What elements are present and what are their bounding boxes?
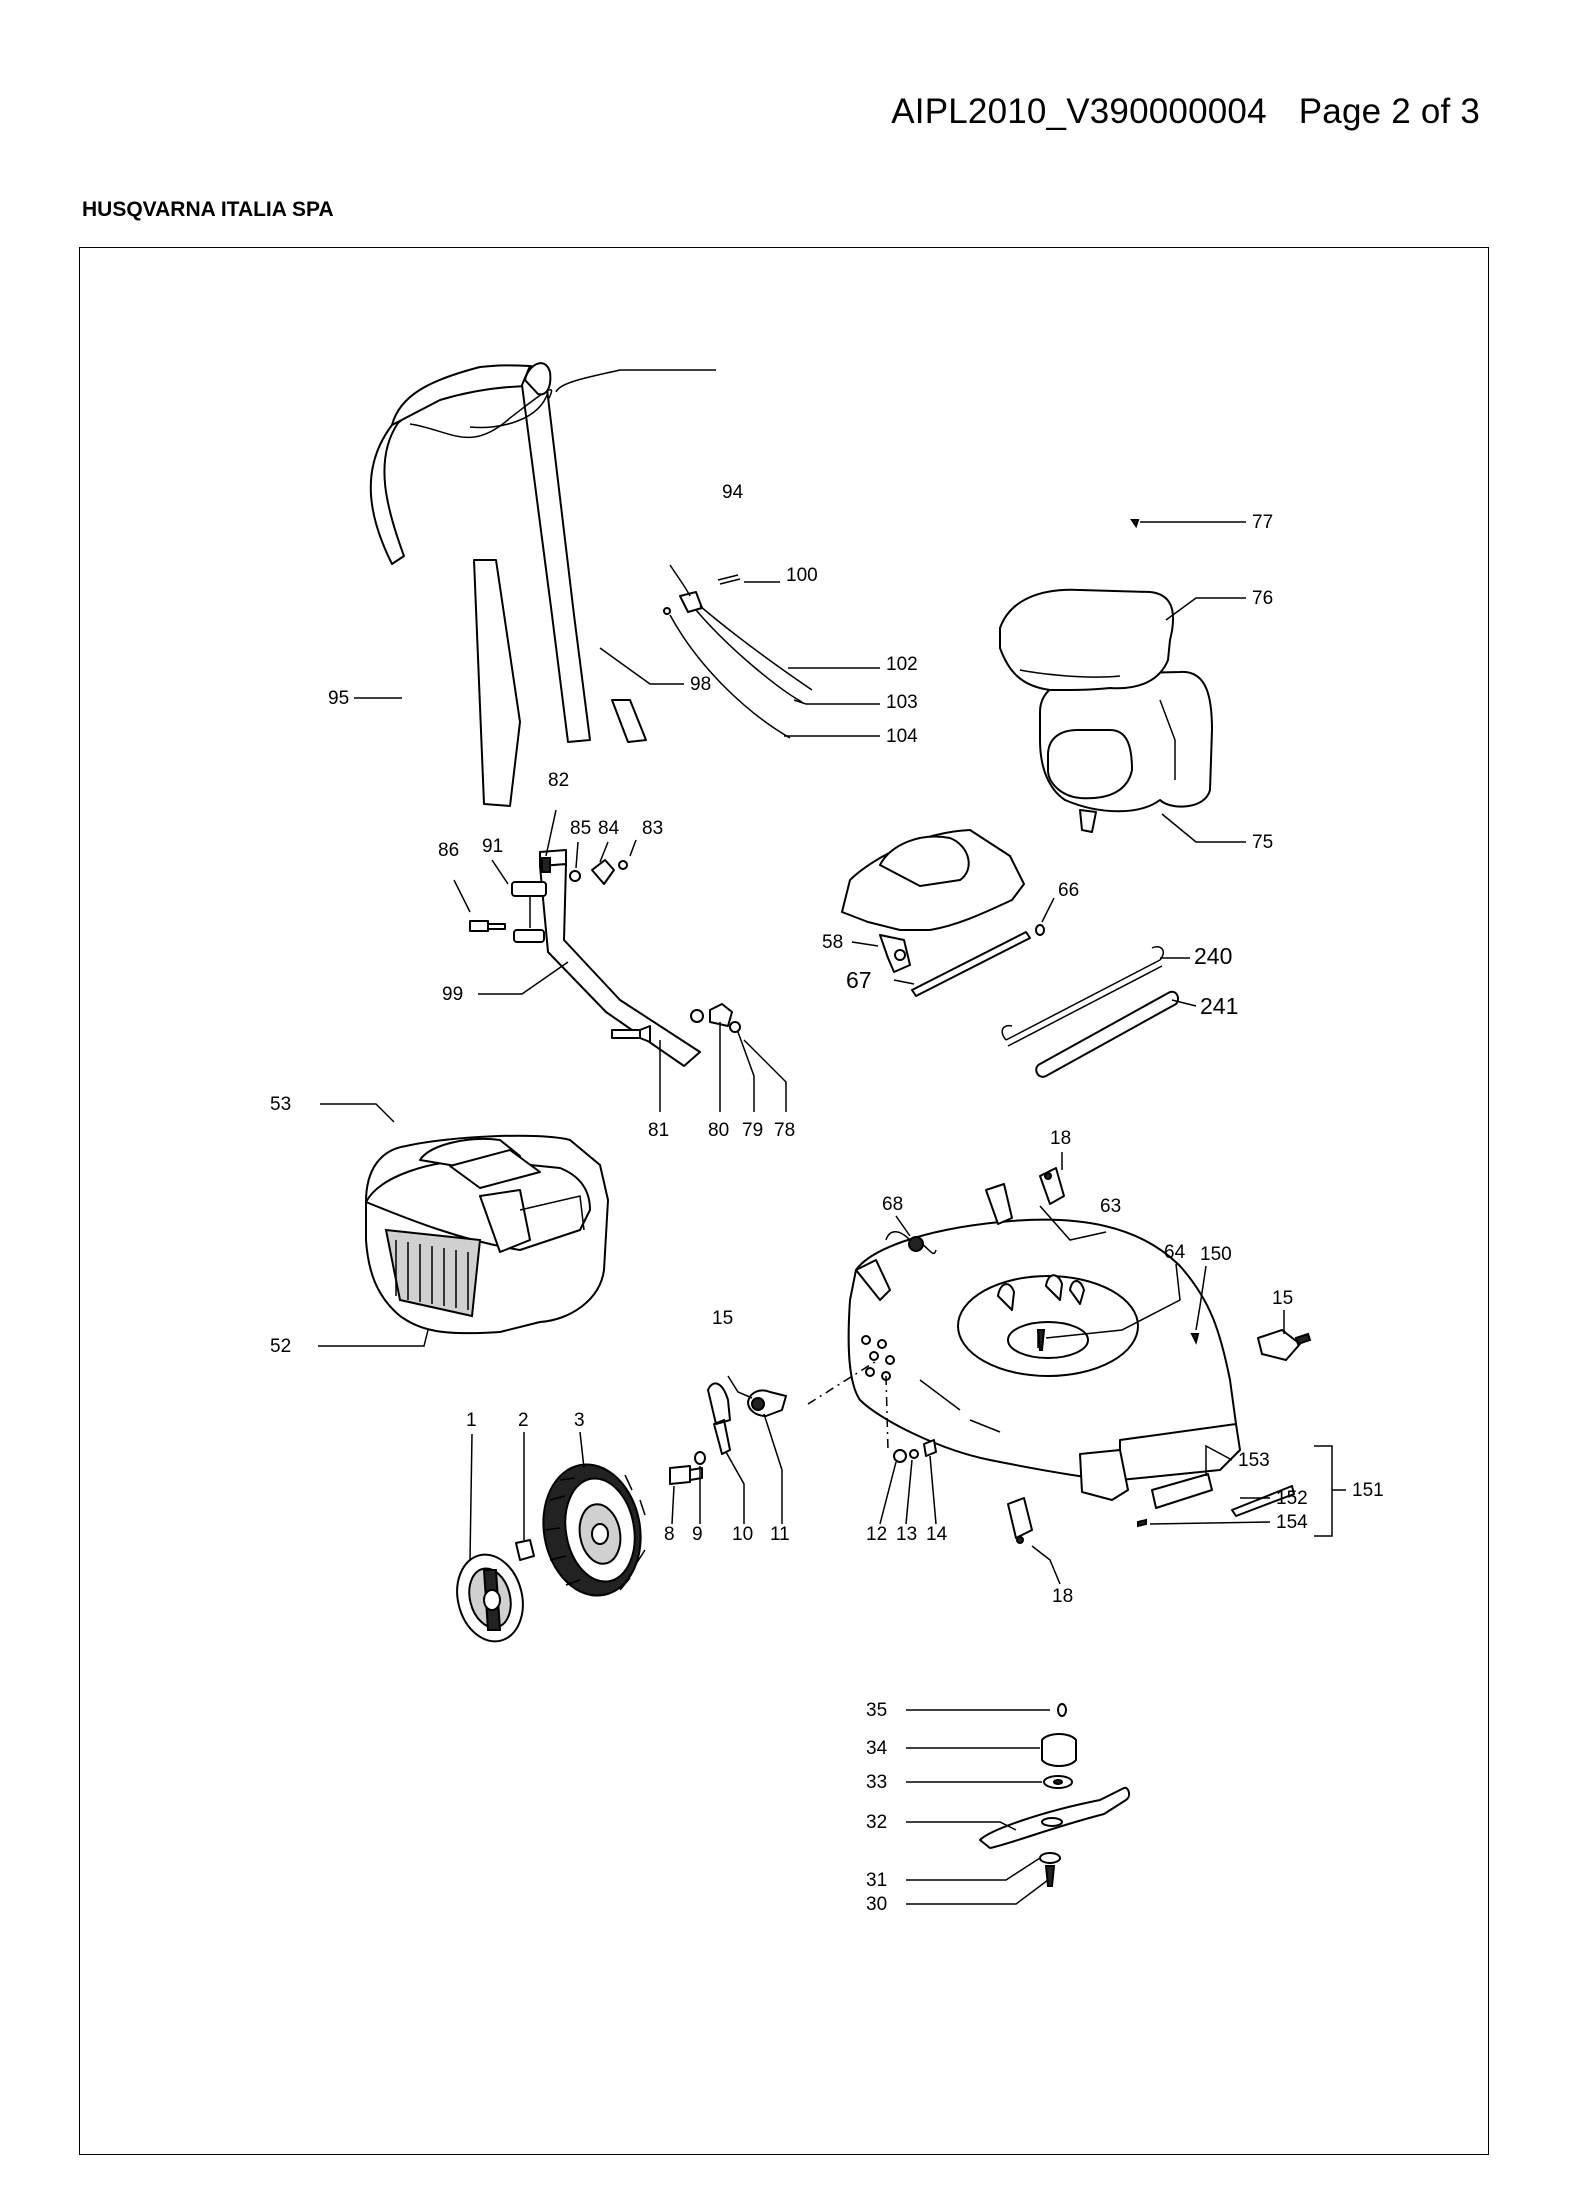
bracket-15-right	[1257, 1329, 1312, 1361]
lower-handle-99	[539, 849, 701, 1067]
callout-35: 35	[866, 1700, 887, 1721]
callout-103: 103	[886, 692, 918, 713]
handle-knob-91-86	[469, 881, 547, 943]
callout-18-top: 18	[1050, 1128, 1071, 1149]
callout-240: 240	[1194, 943, 1232, 969]
callout-labels: 94 100 77 76 102 103 104 95 98 75 82 85 …	[270, 482, 1384, 1915]
deck-63	[847, 1183, 1241, 1501]
callout-151: 151	[1352, 1480, 1384, 1501]
upper-handle	[369, 364, 647, 807]
callout-154: 154	[1276, 1512, 1308, 1533]
callout-64: 64	[1164, 1242, 1186, 1263]
engine-75	[1039, 670, 1213, 833]
callout-14: 14	[926, 1524, 948, 1545]
clip-66	[1035, 924, 1045, 936]
callout-100: 100	[786, 565, 818, 586]
callout-31: 31	[866, 1870, 887, 1891]
mulch-plug-151-parts	[1137, 1473, 1295, 1528]
callout-84: 84	[598, 818, 620, 839]
callout-150: 150	[1200, 1244, 1232, 1265]
callout-94: 94	[722, 482, 744, 503]
callout-79: 79	[742, 1120, 763, 1141]
wheel-3	[542, 1463, 646, 1597]
tube-241	[1035, 990, 1179, 1078]
callout-2: 2	[518, 1410, 529, 1431]
fasteners-82-85-84-83	[541, 857, 628, 885]
bolt-30	[1044, 1865, 1056, 1887]
callout-241: 241	[1200, 993, 1238, 1019]
callout-30: 30	[866, 1894, 887, 1915]
callout-83: 83	[642, 818, 663, 839]
engine-cover-76	[999, 588, 1175, 691]
callout-67: 67	[846, 967, 872, 993]
rear-flap-58	[841, 829, 1025, 973]
callout-95: 95	[328, 688, 349, 709]
rod-240	[1001, 946, 1164, 1047]
washers-12-13-14	[893, 1439, 937, 1463]
bracket-18-top	[1039, 1167, 1065, 1205]
wheel-nut-2	[515, 1539, 535, 1561]
callout-10: 10	[732, 1524, 753, 1545]
callout-99: 99	[442, 984, 463, 1005]
callout-75: 75	[1252, 832, 1273, 853]
callout-18-bottom: 18	[1052, 1586, 1073, 1607]
callout-58: 58	[822, 932, 843, 953]
callout-102: 102	[886, 654, 918, 675]
screw-77	[1130, 519, 1140, 529]
callout-15-right: 15	[1272, 1288, 1293, 1309]
callout-63: 63	[1100, 1196, 1121, 1217]
bracket-18-bottom	[1007, 1497, 1033, 1544]
callout-85: 85	[570, 818, 591, 839]
spring-68	[885, 1231, 937, 1255]
height-adjust-parts	[669, 1382, 787, 1485]
rod-67	[911, 931, 1031, 997]
callout-77: 77	[1252, 512, 1273, 533]
blade-stack	[979, 1703, 1131, 1887]
diagram-frame	[79, 247, 1489, 2155]
callout-3: 3	[574, 1410, 585, 1431]
hub-34	[1041, 1733, 1077, 1767]
company-name: HUSQVARNA ITALIA SPA	[82, 198, 334, 221]
grass-catcher-52-53	[365, 1134, 609, 1335]
alignment-line-bracket	[807, 1359, 879, 1405]
screw-150	[1190, 1333, 1200, 1345]
throttle-lever-94	[469, 362, 552, 429]
callout-153: 153	[1238, 1450, 1270, 1471]
callout-15-left: 15	[712, 1308, 733, 1329]
callout-98: 98	[690, 674, 711, 695]
leader-lines	[318, 369, 1346, 1905]
page-label: Page 2 of 3	[1298, 92, 1480, 131]
callout-1: 1	[466, 1410, 477, 1431]
callout-76: 76	[1252, 588, 1273, 609]
wheel-cap-1	[456, 1553, 524, 1643]
callout-80: 80	[708, 1120, 729, 1141]
callout-11: 11	[770, 1524, 790, 1545]
callout-8: 8	[664, 1524, 675, 1545]
callout-34: 34	[866, 1738, 888, 1759]
callout-104: 104	[886, 726, 918, 747]
callout-53: 53	[270, 1094, 291, 1115]
callout-13: 13	[896, 1524, 917, 1545]
callout-68: 68	[882, 1194, 903, 1215]
callout-78: 78	[774, 1120, 795, 1141]
callout-12: 12	[866, 1524, 887, 1545]
callout-66: 66	[1058, 880, 1079, 901]
cable-assembly	[663, 564, 813, 739]
callout-33: 33	[866, 1772, 887, 1793]
callout-32: 32	[866, 1812, 887, 1833]
callout-91: 91	[482, 836, 503, 857]
callout-86: 86	[438, 840, 459, 861]
callout-82: 82	[548, 770, 569, 791]
callout-81: 81	[648, 1120, 669, 1141]
callout-52: 52	[270, 1336, 291, 1357]
nut-35	[1057, 1703, 1067, 1717]
washer-31	[1039, 1852, 1061, 1864]
doc-id: AIPL2010_V390000004	[891, 92, 1267, 131]
fasteners-81-80-79-78	[611, 1003, 741, 1043]
callout-152: 152	[1276, 1488, 1308, 1509]
document-header: AIPL2010_V390000004 Page 2 of 3	[891, 92, 1480, 132]
callout-9: 9	[692, 1524, 703, 1545]
